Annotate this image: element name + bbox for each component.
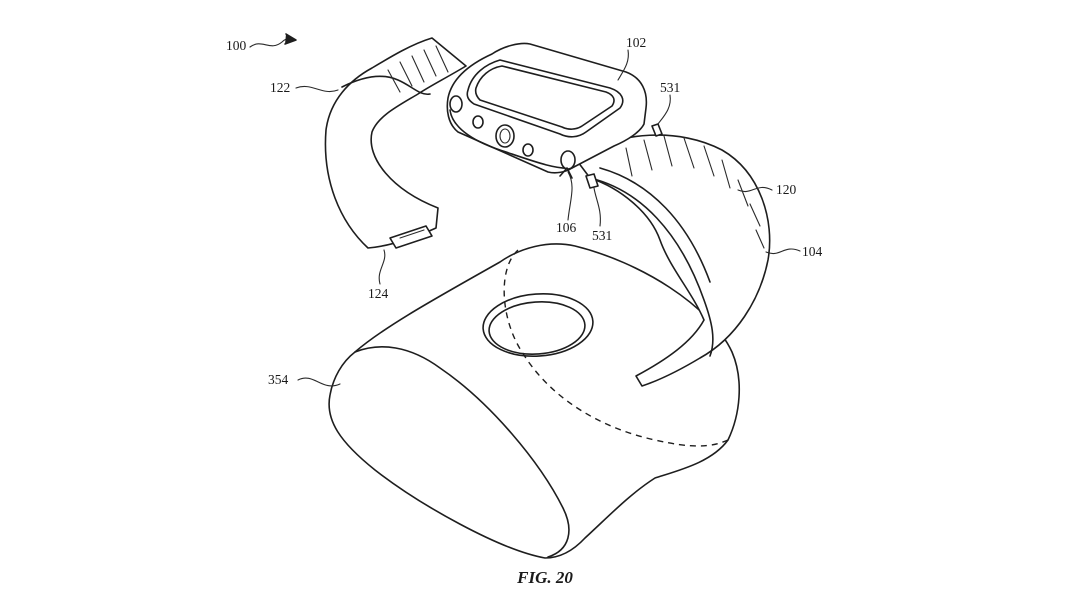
reference-labels: 100 102 531 122 120 104 106 531 124 354 xyxy=(226,35,823,387)
label-354: 354 xyxy=(268,372,289,387)
left-band xyxy=(324,37,467,249)
watch-housing xyxy=(446,42,663,189)
label-120: 120 xyxy=(776,182,797,197)
label-122: 122 xyxy=(270,80,290,95)
label-102: 102 xyxy=(626,35,646,50)
label-124: 124 xyxy=(368,286,389,301)
label-106: 106 xyxy=(556,220,577,235)
label-104: 104 xyxy=(802,244,823,259)
figure-caption: FIG. 20 xyxy=(516,568,573,587)
label-531-bottom: 531 xyxy=(592,228,612,243)
right-band xyxy=(574,134,771,387)
label-531-top: 531 xyxy=(660,80,680,95)
leader-lines xyxy=(249,33,801,387)
charging-dock xyxy=(328,243,741,559)
label-100: 100 xyxy=(226,38,247,53)
